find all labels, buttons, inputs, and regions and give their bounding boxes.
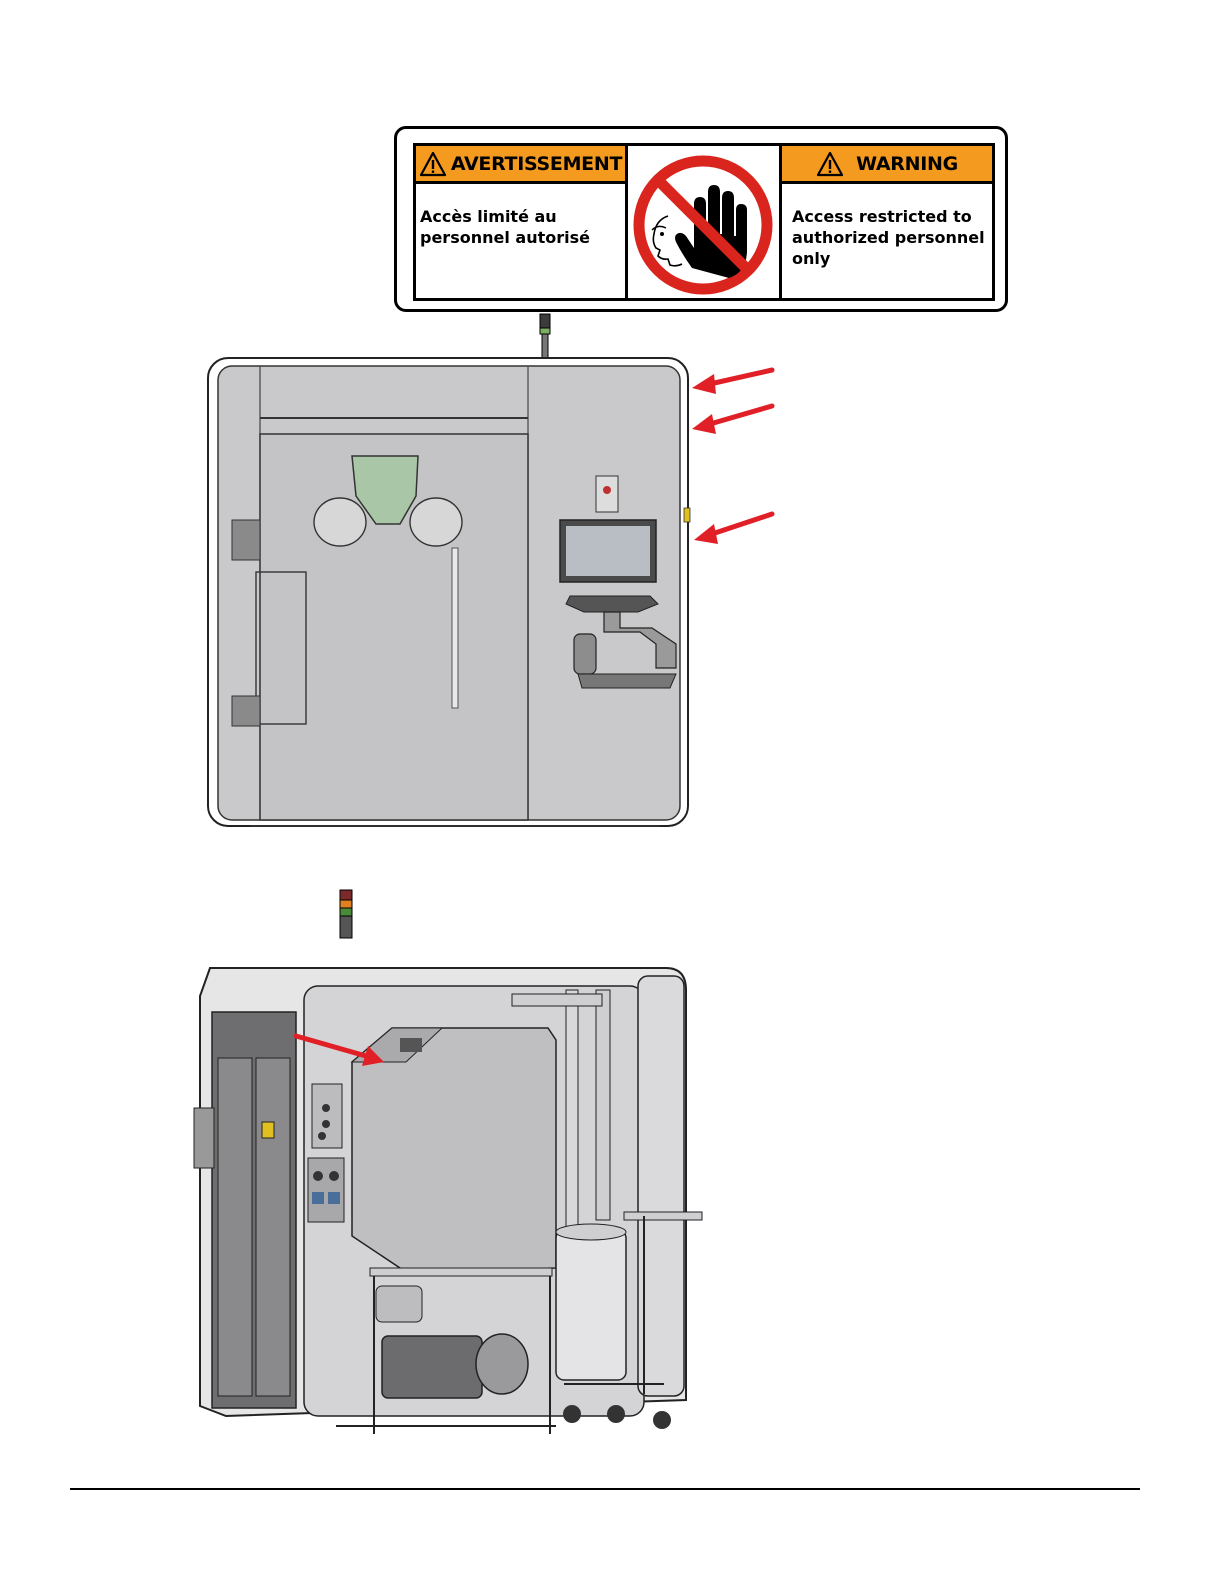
- machine-front-view-drawing: [190, 312, 790, 832]
- machine-rear-view-drawing: [186, 886, 716, 1456]
- french-message-line: personnel autorisé: [420, 227, 625, 248]
- french-header: AVERTISSEMENT: [416, 146, 625, 184]
- english-message-line: only: [792, 248, 992, 269]
- english-message: Access restricted to authorized personne…: [782, 184, 992, 269]
- french-message-line: Accès limité au: [420, 206, 625, 227]
- french-heading: AVERTISSEMENT: [451, 153, 622, 175]
- warning-sign: AVERTISSEMENT Accès limité au personnel …: [394, 126, 1008, 312]
- english-heading: WARNING: [856, 153, 958, 175]
- english-header: WARNING: [782, 146, 992, 184]
- english-panel: WARNING Access restricted to authorized …: [782, 146, 992, 298]
- footer-rule: [70, 1488, 1140, 1490]
- warning-sign-frame: AVERTISSEMENT Accès limité au personnel …: [413, 143, 995, 301]
- warning-triangle-icon: [419, 151, 447, 177]
- english-message-line: authorized personnel: [792, 227, 992, 248]
- warning-triangle-icon: [816, 151, 844, 177]
- french-message: Accès limité au personnel autorisé: [416, 184, 625, 248]
- pictogram-panel: [628, 146, 782, 298]
- english-message-line: Access restricted to: [792, 206, 992, 227]
- french-panel: AVERTISSEMENT Accès limité au personnel …: [416, 146, 628, 298]
- no-entry-hand-icon: [630, 150, 776, 296]
